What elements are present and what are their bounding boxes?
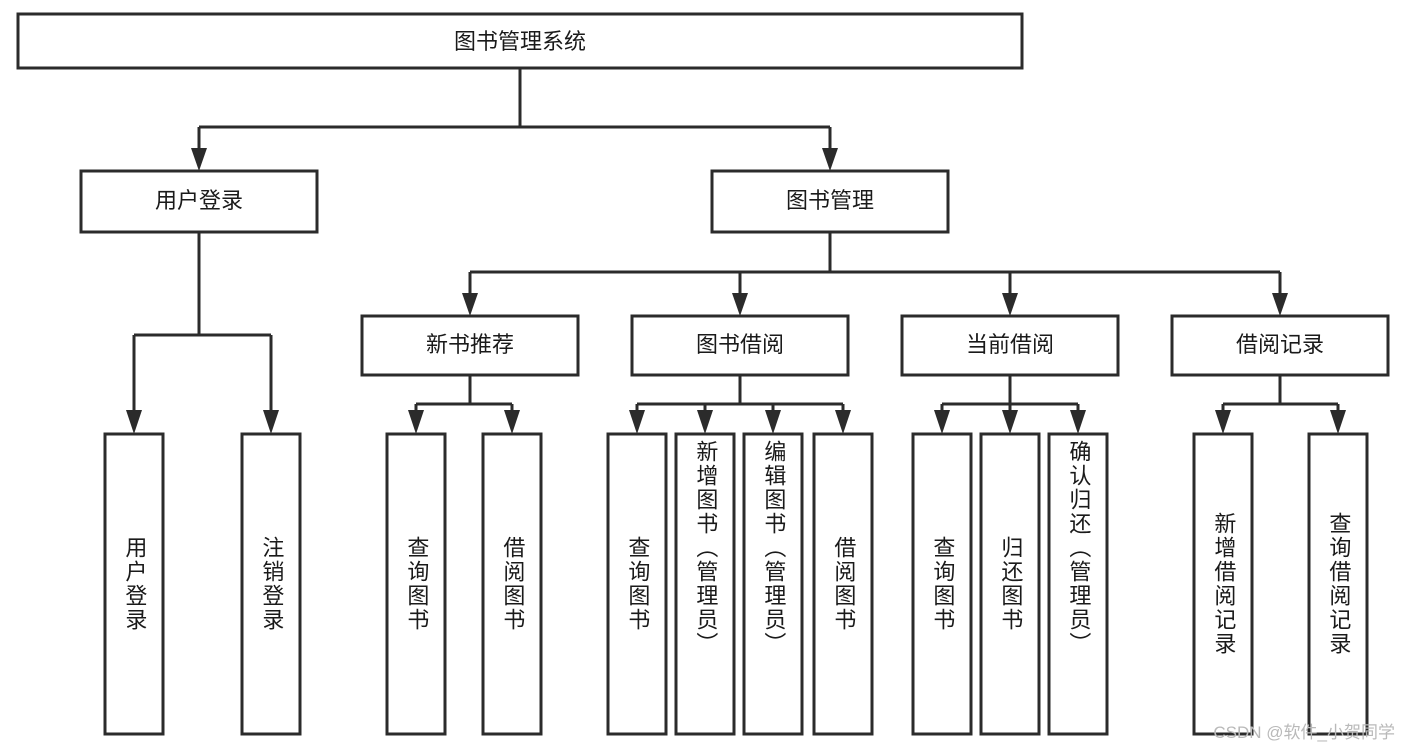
node-leaf-query-book-1[interactable]: 查询图书 — [387, 434, 445, 734]
connector-root-to-level2 — [191, 68, 838, 171]
node-user-login-rect[interactable] — [79, 169, 319, 234]
node-leaf-edit-book-label: 编辑图书（管理员） — [761, 440, 787, 656]
arrow-head-leaf-return-book — [1002, 410, 1018, 434]
arrow-head-leaf-query-book-3 — [934, 410, 950, 434]
arrow-head-book-manage — [822, 148, 838, 171]
csdn-watermark: CSDN @软件_小贺同学 — [1213, 723, 1395, 742]
node-root-label: 图书管理系统 — [454, 29, 586, 54]
node-leaf-query-book-2-label: 查询图书 — [625, 536, 651, 632]
node-new-book-rec[interactable]: 新书推荐 — [360, 314, 580, 377]
node-book-manage[interactable]: 图书管理 — [710, 169, 950, 234]
node-leaf-borrow-book-1[interactable]: 借阅图书 — [483, 434, 541, 734]
node-new-book-rec-rect[interactable] — [360, 314, 580, 377]
node-new-book-rec-label: 新书推荐 — [426, 332, 514, 357]
node-leaf-query-book-2[interactable]: 查询图书 — [608, 434, 666, 734]
arrow-head-leaf-borrow-book-2 — [835, 410, 851, 434]
node-leaf-query-book-3[interactable]: 查询图书 — [913, 434, 971, 734]
node-leaf-borrow-book-1-rect[interactable] — [481, 432, 543, 736]
arrow-head-leaf-edit-book — [765, 410, 781, 434]
node-leaf-add-book[interactable]: 新增图书（管理员） — [676, 434, 734, 734]
connector-book-borrow-to-leaves — [629, 375, 851, 434]
node-leaf-confirm-return-rect[interactable] — [1047, 432, 1109, 736]
node-leaf-borrow-book-2-label: 借阅图书 — [831, 536, 857, 632]
arrow-head-leaf-confirm-return — [1070, 410, 1086, 434]
node-user-login-label: 用户登录 — [155, 188, 243, 213]
node-leaf-user-logout-label: 注销登录 — [259, 536, 285, 632]
node-user-login[interactable]: 用户登录 — [79, 169, 319, 234]
node-leaf-user-login[interactable]: 用户登录 — [105, 434, 163, 734]
arrow-head-leaf-user-logout — [263, 410, 279, 434]
node-leaf-add-record-rect[interactable] — [1192, 432, 1254, 736]
node-leaf-borrow-book-2[interactable]: 借阅图书 — [814, 434, 872, 734]
node-leaf-return-book-rect[interactable] — [979, 432, 1041, 736]
arrow-head-leaf-query-book-2 — [629, 410, 645, 434]
node-leaf-borrow-book-2-rect[interactable] — [812, 432, 874, 736]
arrow-head-user-login — [191, 148, 207, 171]
node-leaf-query-book-3-label: 查询图书 — [930, 536, 956, 632]
node-root[interactable]: 图书管理系统 — [16, 12, 1024, 70]
node-book-manage-rect[interactable] — [710, 169, 950, 234]
connector-user-login-to-leaves — [126, 232, 279, 434]
connector-book-manage-to-level3 — [462, 232, 1288, 316]
node-leaf-edit-book-rect[interactable] — [742, 432, 804, 736]
node-leaf-add-book-rect[interactable] — [674, 432, 736, 736]
arrow-head-leaf-add-record — [1215, 410, 1231, 434]
arrow-head-leaf-user-login — [126, 410, 142, 434]
arrow-head-leaf-query-record — [1330, 410, 1346, 434]
node-leaf-add-record-label: 新增借阅记录 — [1211, 512, 1237, 656]
node-book-borrow-label: 图书借阅 — [696, 332, 784, 357]
node-book-borrow[interactable]: 图书借阅 — [630, 314, 850, 377]
node-borrow-record-label: 借阅记录 — [1236, 332, 1324, 357]
node-leaf-query-record-label: 查询借阅记录 — [1326, 512, 1352, 656]
arrow-head-borrow-record — [1272, 293, 1288, 316]
node-leaf-edit-book[interactable]: 编辑图书（管理员） — [744, 434, 802, 734]
node-book-borrow-rect[interactable] — [630, 314, 850, 377]
node-leaf-query-book-3-rect[interactable] — [911, 432, 973, 736]
node-leaf-query-book-1-rect[interactable] — [385, 432, 447, 736]
node-leaf-query-book-2-rect[interactable] — [606, 432, 668, 736]
node-leaf-user-login-label: 用户登录 — [122, 536, 148, 632]
node-leaf-query-record-rect[interactable] — [1307, 432, 1369, 736]
leaf-rects — [103, 432, 1369, 736]
node-leaf-user-logout-rect[interactable] — [240, 432, 302, 736]
node-leaf-borrow-book-1-label: 借阅图书 — [500, 536, 526, 632]
connector-new-book-rec-to-leaves — [408, 375, 520, 434]
node-book-manage-label: 图书管理 — [786, 188, 874, 213]
node-current-borrow-rect[interactable] — [900, 314, 1120, 377]
node-leaf-user-login-rect[interactable] — [103, 432, 165, 736]
node-borrow-record-rect[interactable] — [1170, 314, 1390, 377]
connector-current-borrow-to-leaves — [934, 375, 1086, 434]
arrow-head-leaf-add-book — [697, 410, 713, 434]
arrow-head-leaf-query-book-1 — [408, 410, 424, 434]
node-leaf-query-record[interactable]: 查询借阅记录 — [1309, 434, 1367, 734]
node-root-rect[interactable] — [16, 12, 1024, 70]
node-current-borrow[interactable]: 当前借阅 — [900, 314, 1120, 377]
node-leaf-user-logout[interactable]: 注销登录 — [242, 434, 300, 734]
node-borrow-record[interactable]: 借阅记录 — [1170, 314, 1390, 377]
connector-borrow-record-to-leaves — [1215, 375, 1346, 434]
arrow-head-leaf-borrow-book-1 — [504, 410, 520, 434]
node-leaf-return-book-label: 归还图书 — [998, 536, 1024, 632]
arrow-head-new-book-rec — [462, 293, 478, 316]
arrow-head-current-borrow — [1002, 293, 1018, 316]
node-leaf-confirm-return-label: 确认归还（管理员） — [1066, 440, 1092, 656]
node-leaf-add-book-label: 新增图书（管理员） — [693, 440, 719, 656]
node-leaf-add-record[interactable]: 新增借阅记录 — [1194, 434, 1252, 734]
node-leaf-return-book[interactable]: 归还图书 — [981, 434, 1039, 734]
arrow-head-book-borrow — [732, 293, 748, 316]
node-current-borrow-label: 当前借阅 — [966, 332, 1054, 357]
node-leaf-confirm-return[interactable]: 确认归还（管理员） — [1049, 434, 1107, 734]
node-leaf-query-book-1-label: 查询图书 — [404, 536, 430, 632]
